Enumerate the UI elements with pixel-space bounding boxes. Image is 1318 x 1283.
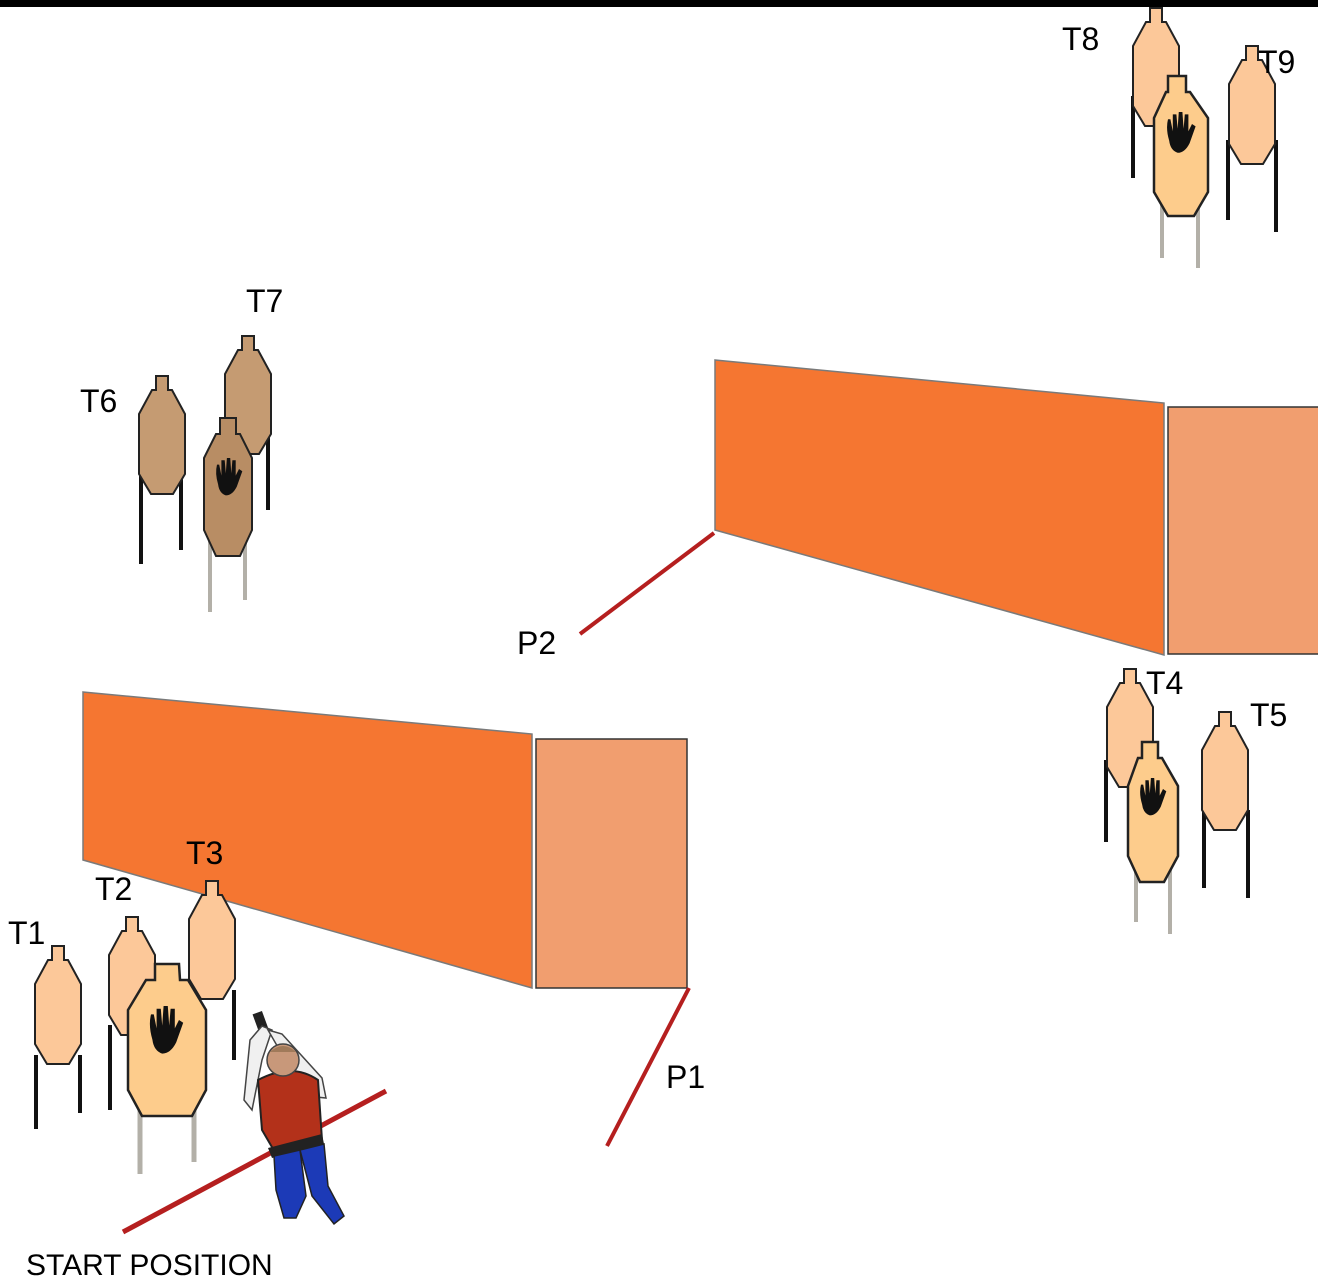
label-t7: T7 — [246, 283, 283, 319]
top-border-bar — [0, 0, 1318, 7]
label-start-position: START POSITION — [26, 1249, 273, 1282]
wall-1-front — [82, 691, 533, 989]
wall-2-front — [714, 359, 1165, 656]
wall-1-side — [535, 738, 688, 989]
label-t1: T1 — [8, 915, 45, 951]
target-t9 — [1226, 45, 1278, 232]
start-line — [121, 1088, 388, 1235]
label-p2: P2 — [517, 625, 556, 661]
label-t2: T2 — [95, 871, 132, 907]
label-t6: T6 — [80, 383, 117, 419]
label-t4: T4 — [1146, 665, 1183, 701]
fault-line-p2 — [578, 531, 716, 636]
label-t5: T5 — [1250, 697, 1287, 733]
target-t5 — [1201, 711, 1250, 898]
fault-line-p1 — [605, 987, 691, 1147]
shooter-icon — [243, 1010, 345, 1226]
wall-2-side — [1167, 406, 1318, 655]
no-shoot-target-3 — [1126, 740, 1180, 934]
no-shoot-target-1 — [126, 962, 208, 1174]
label-p1: P1 — [666, 1059, 705, 1095]
target-t1 — [34, 945, 82, 1129]
no-shoot-target-2 — [203, 417, 253, 612]
label-t3: T3 — [186, 835, 223, 871]
target-t6 — [138, 375, 186, 564]
label-t9: T9 — [1258, 44, 1295, 80]
no-shoot-target-4 — [1152, 74, 1210, 268]
label-t8: T8 — [1062, 21, 1099, 57]
